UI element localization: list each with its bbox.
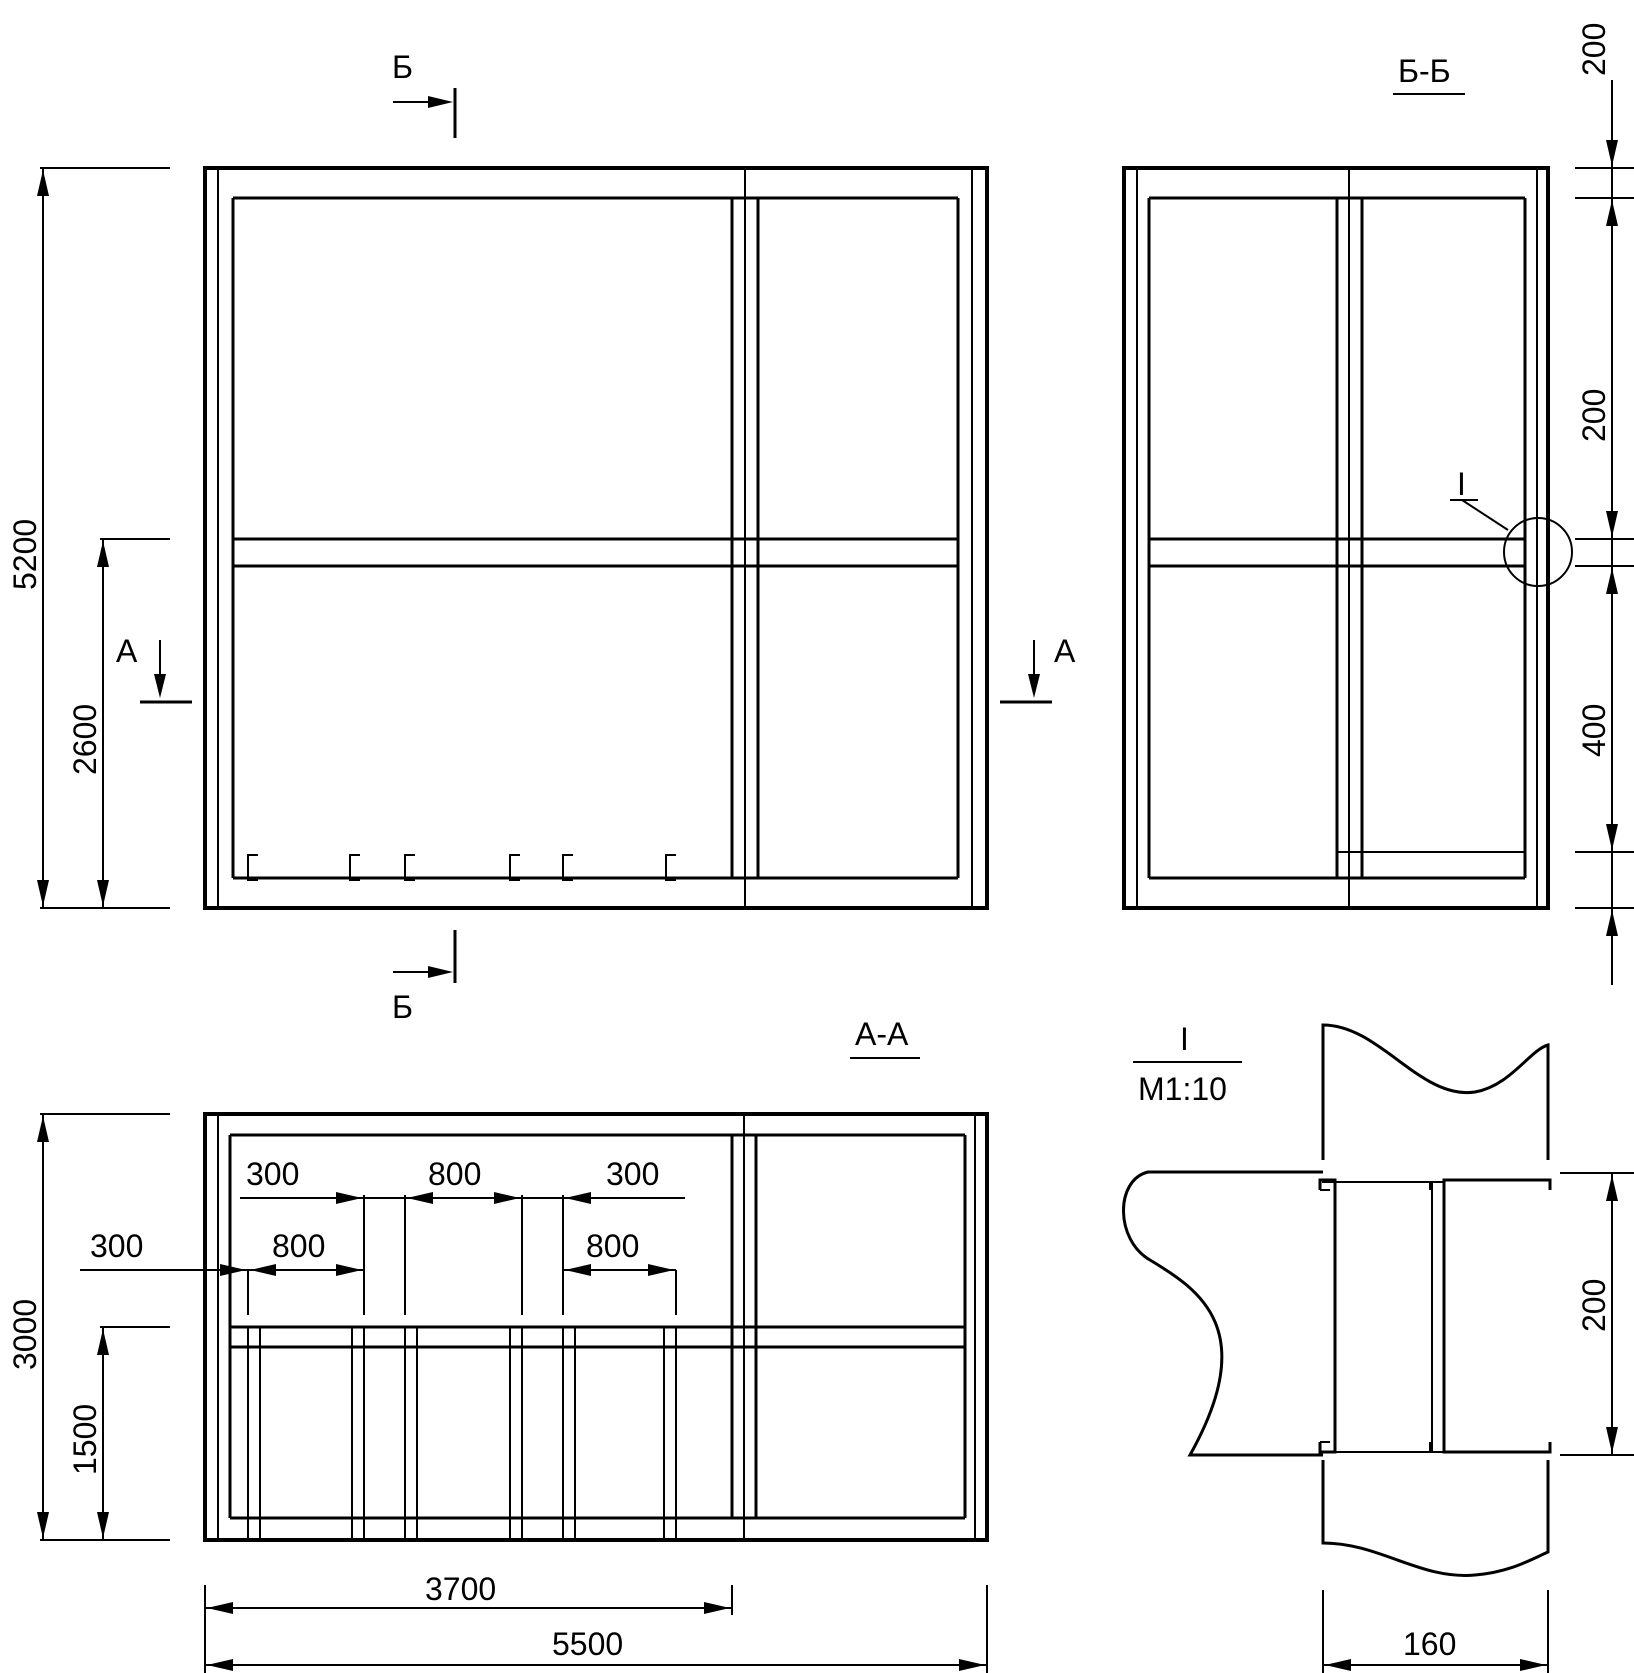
detail-1-dim-width: 160 xyxy=(1403,1626,1456,1662)
detail-1-label: I xyxy=(1180,1021,1189,1057)
section-aa-view: А-А xyxy=(7,1016,989,1673)
section-aa-title: А-А xyxy=(855,1016,909,1052)
section-a-left-label: А xyxy=(116,633,138,669)
section-bb-dim-2: 200 xyxy=(1576,389,1612,442)
detail-1-scale: М1:10 xyxy=(1138,1071,1227,1107)
dim-aa-lower-height: 1500 xyxy=(67,1404,103,1475)
spacing-label-1: 300 xyxy=(246,1156,299,1192)
spacing-label-5: 800 xyxy=(272,1228,325,1264)
section-b-bottom-label: Б xyxy=(392,989,413,1025)
section-bb-dim-3: 400 xyxy=(1576,704,1612,757)
spacing-label-6: 800 xyxy=(586,1228,639,1264)
plan-view: Б Б А А 5200 2600 xyxy=(7,49,1076,1025)
dim-aa-total-height: 3000 xyxy=(7,1299,43,1370)
spacing-label-4: 300 xyxy=(90,1228,143,1264)
section-bb-title: Б-Б xyxy=(1398,53,1451,89)
section-bb-callout: I xyxy=(1457,466,1466,502)
section-a-right-label: А xyxy=(1054,633,1076,669)
dim-aa-total-width: 5500 xyxy=(552,1626,623,1662)
dim-total-height: 5200 xyxy=(7,519,43,590)
detail-1-dim-height: 200 xyxy=(1576,1279,1612,1332)
dim-aa-partial-width: 3700 xyxy=(425,1571,496,1607)
section-b-top-label: Б xyxy=(392,49,413,85)
spacing-label-2: 800 xyxy=(428,1156,481,1192)
section-bb-dim-1: 200 xyxy=(1576,23,1612,76)
spacing-label-3: 300 xyxy=(606,1156,659,1192)
dim-lower-height: 2600 xyxy=(67,704,103,775)
detail-1-view: I М1:10 200 160 xyxy=(1122,1021,1634,1673)
section-bb-view: Б-Б I 200 200 400 xyxy=(1122,23,1634,985)
